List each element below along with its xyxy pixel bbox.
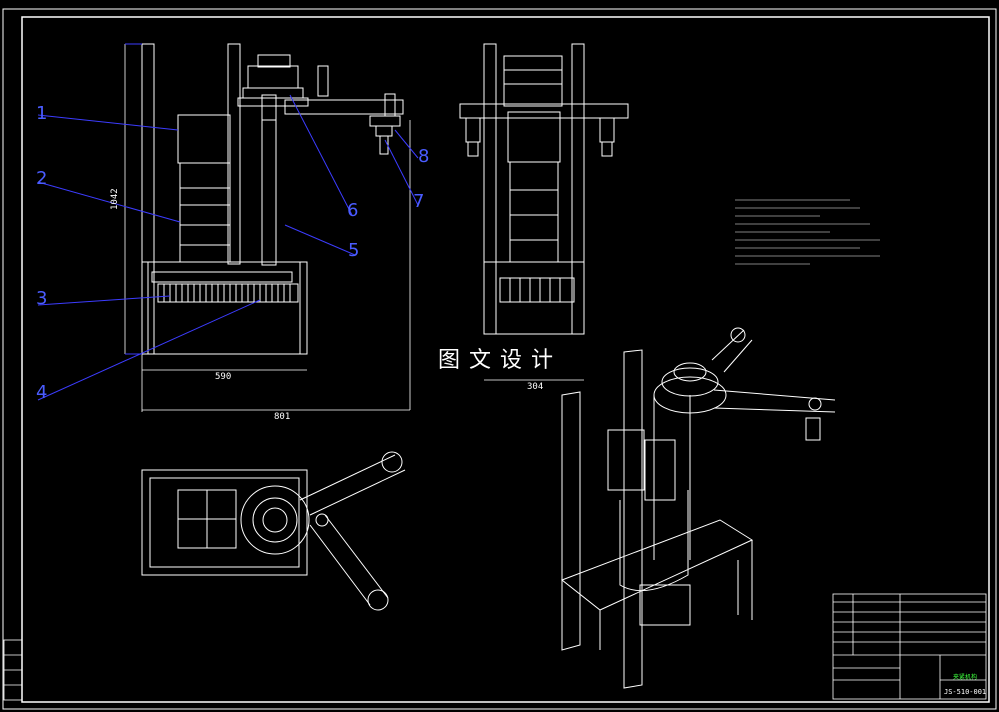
inner-frame — [21, 16, 990, 703]
leader-lines — [37, 43, 419, 401]
front-view — [141, 43, 404, 355]
dim-801: 801 — [274, 412, 291, 422]
gear-teeth-front — [157, 283, 299, 303]
isometric-view — [560, 327, 836, 689]
outer-border — [2, 8, 997, 710]
callout-5: 5 — [348, 240, 360, 261]
dim-304: 304 — [527, 382, 544, 392]
callout-2: 2 — [36, 168, 48, 189]
callout-1: 1 — [36, 103, 48, 124]
callout-4: 4 — [36, 382, 48, 403]
callout-7: 7 — [413, 191, 425, 212]
watermark-text: 图文设计 — [438, 348, 563, 373]
side-view — [459, 43, 629, 335]
tech-notes — [735, 199, 880, 265]
callout-6: 6 — [347, 200, 359, 221]
title-block — [832, 593, 987, 700]
dim-1042: 1042 — [110, 188, 120, 210]
callout-8: 8 — [418, 146, 430, 167]
top-view — [141, 451, 406, 611]
dim-590: 590 — [215, 372, 232, 382]
dimension-lines — [124, 44, 584, 412]
drawing-code: JS-510-001 — [944, 688, 987, 696]
drawing-name: 夹紧机构 — [953, 674, 978, 681]
callout-3: 3 — [36, 288, 48, 309]
left-strip — [3, 639, 23, 701]
